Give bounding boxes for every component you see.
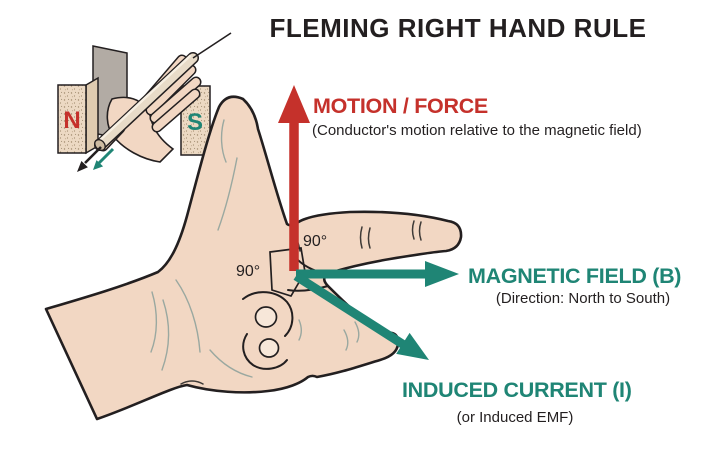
palm-creases [150,119,360,378]
angle-label-top: 90° [303,233,327,250]
magnetic-field-label: MAGNETIC FIELD (B) [468,264,681,288]
induced-current-annotation: INDUCED CURRENT (I) (or Induced EMF) [402,378,632,426]
angle-label-left: 90° [236,263,260,280]
right-angle-markers: 90° 90° [236,233,327,298]
curled-fingers [242,291,294,370]
magnetic-field-subtitle: (Direction: North to South) [496,290,670,307]
south-pole-label: S [187,109,203,136]
induced-current-subtitle: (or Induced EMF) [457,409,574,426]
magnetic-field-annotation: MAGNETIC FIELD (B) (Direction: North to … [468,264,682,307]
north-pole-magnet: N [57,76,99,155]
rod-axis-line [192,32,232,59]
induced-current-arrow [293,272,429,360]
north-pole-label: N [63,107,80,134]
magnetic-field-arrow [296,261,459,287]
motion-annotation: MOTION / FORCE (Conductor's motion relat… [312,94,642,139]
motion-force-subtitle: (Conductor's motion relative to the magn… [312,122,642,139]
conductor-motion-arrow-black [77,146,102,172]
motion-force-label: MOTION / FORCE [313,94,488,118]
motion-arrow [278,85,310,271]
conductor-rod [94,32,232,152]
induced-current-label: INDUCED CURRENT (I) [402,378,632,402]
pinky-fingernail [258,338,280,358]
diagram-title: FLEMING RIGHT HAND RULE [270,13,647,43]
conductor-motion-arrow-teal [93,147,115,170]
magnet-conductor-inset: N S [57,32,232,172]
right-hand-illustration [44,95,463,421]
hand-outline [44,95,463,421]
ring-fingernail [254,306,278,328]
